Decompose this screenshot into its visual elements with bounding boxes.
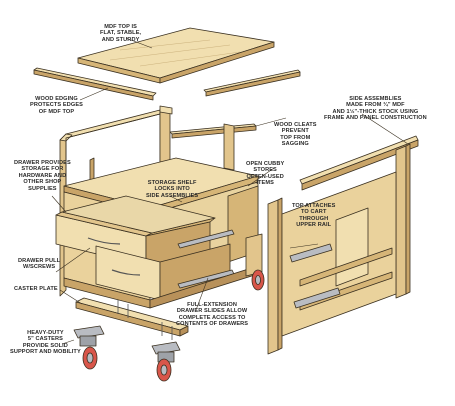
label-wood-cleats: WOOD CLEATS PREVENT TOP FROM SAGGING xyxy=(274,122,317,148)
label-drawer-storage: DRAWER PROVIDES STORAGE FOR HARDWARE AND… xyxy=(14,160,71,192)
label-mdf-top: MDF TOP IS FLAT, STABLE, AND STURDY xyxy=(100,24,142,43)
label-caster-plate: CASTER PLATE xyxy=(14,286,58,292)
label-storage-shelf: STORAGE SHELF LOCKS INTO SIDE ASSEMBLIES xyxy=(146,180,199,199)
label-wood-edging: WOOD EDGING PROTECTS EDGES OF MDF TOP xyxy=(30,96,83,115)
label-drawer-slides: FULL-EXTENSION DRAWER SLIDES ALLOW COMPL… xyxy=(176,302,249,328)
label-open-cubby: OPEN CUBBY STORES OFTEN-USED ITEMS xyxy=(246,161,285,187)
wood-cleat xyxy=(169,123,257,139)
side-assembly xyxy=(267,135,419,355)
casters xyxy=(73,269,265,382)
drawer-pull xyxy=(87,237,121,245)
caster-plate xyxy=(75,297,189,337)
label-top-attaches: TOP ATTACHES TO CART THROUGH UPPER RAIL xyxy=(292,203,336,229)
cart-body xyxy=(55,105,263,309)
leader-lines xyxy=(51,37,409,345)
wood-edging xyxy=(33,67,301,101)
label-heavy-duty-casters: HEAVY-DUTY 5" CASTERS PROVIDE SOLID SUPP… xyxy=(10,330,81,356)
label-side-assemblies: SIDE ASSEMBLIES MADE FROM ¾" MDF AND 1½"… xyxy=(324,96,427,122)
mdf-top xyxy=(77,27,275,84)
screws xyxy=(117,300,173,340)
label-drawer-pull: DRAWER PULL w/SCREWS xyxy=(18,258,61,271)
